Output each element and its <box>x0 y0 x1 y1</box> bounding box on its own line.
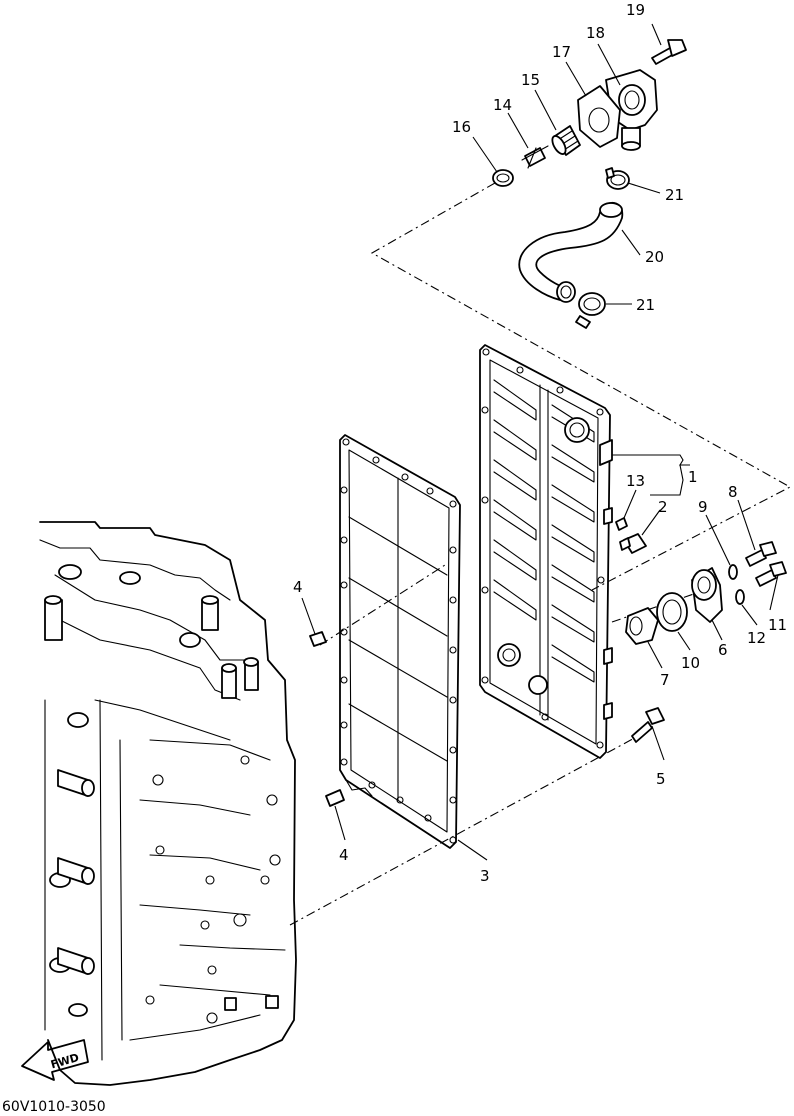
part-21-clamp-upper <box>605 167 630 190</box>
part-16-ring <box>492 169 514 187</box>
callout-17: 17 <box>552 43 571 61</box>
callout-11: 11 <box>768 616 787 634</box>
part-14-valve <box>521 145 549 169</box>
callout-21-upper: 21 <box>665 186 684 204</box>
callout-12: 12 <box>747 629 766 647</box>
leader-lines <box>301 23 779 861</box>
part-8-bolt <box>745 541 777 567</box>
part-9-oring <box>728 564 738 580</box>
part-17-gasket <box>577 85 621 148</box>
part-20-hose <box>518 202 624 303</box>
fwd-arrow-icon: FWD <box>21 1039 89 1081</box>
part-10-seal <box>656 592 688 632</box>
part-4-bolt-lower <box>325 789 345 807</box>
callout-4-upper: 4 <box>293 578 303 596</box>
callout-21-lower: 21 <box>636 296 655 314</box>
diagram-code: 60V1010-3050 <box>2 1099 106 1115</box>
callout-4-lower: 4 <box>339 846 349 864</box>
callout-20: 20 <box>645 248 664 266</box>
part-2-sensor <box>619 533 647 554</box>
callout-15: 15 <box>521 71 540 89</box>
callout-19: 19 <box>626 1 645 19</box>
callout-2: 2 <box>658 498 668 516</box>
gasket <box>339 434 461 849</box>
callout-8: 8 <box>728 483 738 501</box>
callout-1: 1 <box>688 468 698 486</box>
part-6-housing <box>691 567 723 623</box>
part-4-bolt-upper <box>309 631 327 647</box>
part-5-bolt <box>631 707 665 743</box>
part-13-fitting <box>615 517 628 531</box>
callout-5: 5 <box>656 770 666 788</box>
part-19-bolt <box>651 39 687 65</box>
callout-7: 7 <box>660 671 670 689</box>
callout-9: 9 <box>698 498 708 516</box>
part-11-bolt <box>755 561 787 587</box>
part-7-cap <box>625 607 659 645</box>
callout-16: 16 <box>452 118 471 136</box>
callout-6: 6 <box>718 641 728 659</box>
part-21-clamp-lower <box>575 292 606 329</box>
engine-block <box>39 521 297 1086</box>
exhaust-cover <box>479 344 613 759</box>
callout-14: 14 <box>493 96 512 114</box>
gasket-bolt-holes <box>340 438 457 844</box>
cover-bolt-holes <box>481 348 605 749</box>
callout-3: 3 <box>480 867 490 885</box>
part-15-grommet <box>551 125 581 156</box>
part-12-oring <box>735 589 745 605</box>
callout-13: 13 <box>626 472 645 490</box>
cover-ribs <box>493 379 595 683</box>
callout-labels: 19 18 17 15 14 16 21 20 21 1 13 2 9 8 11… <box>293 1 787 885</box>
callout-10: 10 <box>681 654 700 672</box>
callout-18: 18 <box>586 24 605 42</box>
